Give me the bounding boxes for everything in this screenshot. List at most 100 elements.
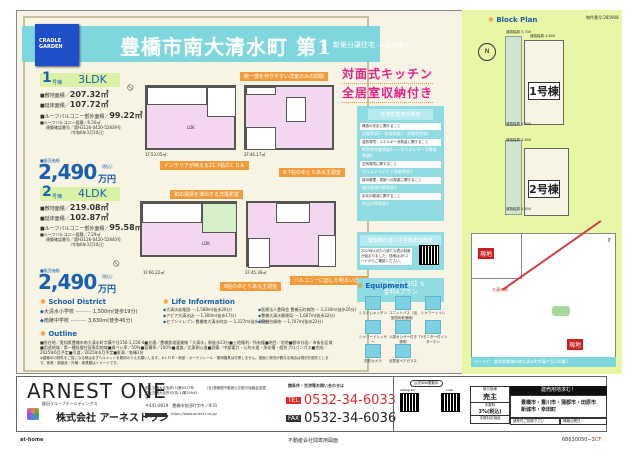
document-code: 68630050−3CF [562, 437, 602, 443]
unit1-tax-note: （税込） [99, 164, 115, 169]
car-navi-address: カーナビ：愛知県豊橋市南大清水町字藤ケ谷156番1 [471, 357, 616, 367]
company-name: 株式会社 アーネストワン [56, 413, 169, 424]
unit2-callout-1: 和の風情を演出する洋風和室 [170, 190, 244, 199]
company-url[interactable]: https://www.arnest1.co.jp/ [171, 412, 217, 416]
transaction-box: 取引態様 売主 手数料 3%(税込) 手数料応相談 [470, 386, 510, 424]
unit1-cert-date: （令和6年3月10日） [68, 130, 107, 135]
life-item: ◆大清水幼稚園·····1,588m(徒歩20分) [163, 307, 232, 312]
unit1-land-area: ■敷地面積／207.32㎡ [40, 90, 109, 99]
wanted-header: 建売用地求む！ [510, 386, 607, 395]
info-date: 情報公開日／ [560, 418, 607, 425]
unit1-floor2-plan [244, 85, 334, 150]
school-item: ◆南陵中学校 ·········· 3,630m(徒歩46分) [40, 318, 133, 324]
catch-storage: 全居室収納付き [342, 84, 434, 103]
life-item: ◆野依台緑地·····1,707m(徒歩22分) [258, 319, 323, 324]
license-info: 国土交通大臣免許(3)第6317号国土交通大臣許可(特-3)第20942号 [145, 386, 198, 400]
school-item: ◆大清水小学校 ·········· 1,500m(徒歩19分) [40, 309, 138, 315]
site-marker: 現地 [567, 339, 584, 350]
road-west-1 [505, 36, 522, 126]
property-number: 物件番号:285908 [586, 15, 619, 20]
unit1-heading: 1 号棟 3LDK [40, 70, 120, 87]
unit2-callout-3: バルコニーに面した明るい洋室 [290, 276, 368, 285]
unit2-floor1-label: 1F:60.22㎡ [143, 270, 165, 275]
sns-label: 公式SNS更新中 [410, 380, 443, 387]
page-title: 豊橋市南大清水町 第1 [120, 35, 332, 59]
unit2-balcony-outer: ■ルーフバルコニー部外面積／95.58㎡ [40, 223, 143, 232]
company-address: 〒441-8019 豊橋市花田町字中ノ坪31 [145, 403, 218, 408]
sun-icon: ✺ [488, 16, 494, 24]
unit2-cert-no: 建築確認番号／第H3126-0420-52840号 [46, 237, 121, 242]
association-info: (社)首都圏不動産公正取引協議会加盟 [207, 386, 266, 390]
unit2-floor1-plan: LDK [140, 201, 237, 257]
life-item: ◆セブンイレブン 豊橋南大清水町店·····1,227m(徒歩16分) [163, 319, 270, 324]
unit1-floor-area: ■延床面積／107.72㎡ [40, 100, 109, 109]
title-banner [22, 26, 380, 62]
outline-notes: ※建築中の物件をご覧になる際は必ずヘルメットを着用のうえお願いします。※ＬＤＫ・… [40, 356, 329, 365]
unit2-cert-date: （令和6年3月10日） [68, 242, 107, 247]
unit2-price: 2,490 [38, 270, 97, 294]
unit1-floor1-plan: LDK [145, 85, 236, 150]
unit2-floor2-label: 2F:45.36㎡ [245, 270, 267, 275]
life-info-heading: ✺ Life Information [163, 298, 235, 306]
conditions-note: 諸条件ご相談下さい [510, 418, 560, 425]
sun-icon: ✺ [40, 330, 46, 338]
bath-icon [395, 296, 411, 310]
dresser-icon [365, 320, 381, 334]
athome-label: at-home [20, 437, 44, 443]
compass-icon: N [478, 43, 496, 61]
divider [393, 377, 394, 432]
station-label: 大清水駅 [492, 287, 508, 292]
road-west-2 [505, 140, 522, 215]
road-width-label: 道路幅員 4,800 [530, 34, 556, 38]
fax-icon: FAX [286, 415, 302, 422]
unit2-balcony: ■ルーフバルコニー面積／7.29㎡ [40, 232, 101, 237]
block-plan-heading: ✺ Block Plan [488, 16, 538, 24]
pair-glass-icon [395, 344, 411, 358]
north-arrow-icon: ⦸ [127, 82, 134, 93]
energy-qr-code[interactable] [419, 245, 439, 265]
kitchen-icon [365, 296, 381, 310]
life-item: ◆アピア大清水店·····1,300m(徒歩17分) [163, 313, 236, 318]
inset-site-marker: 現地 [478, 248, 495, 259]
unit1-price-label: ■販売価格 [40, 158, 60, 163]
unit1-callout-1: 統一感を作りやすい洋室のみの間取 [240, 72, 329, 81]
contact-label: 諸条件・交渉等お問い合わせは [288, 383, 344, 388]
badge [145, 413, 167, 417]
unit1-callout-3: 8.7帖のゆとりある主寝室 [279, 168, 345, 177]
unit1-floor2-label: 2F:46.17㎡ [244, 152, 266, 157]
unit1-house[interactable]: 1号棟 [528, 82, 560, 100]
company-mark-icon [27, 408, 39, 420]
energy-panel: 建築物の省エネ性能表示制度 2024年4月から新たな表示制度が始まりました。詳細… [357, 232, 444, 270]
security-camera-icon [365, 344, 381, 358]
sun-icon: ✺ [357, 282, 363, 290]
footer [16, 376, 607, 432]
inset-map [472, 234, 522, 279]
catch-kitchen: 対面式キッチン [342, 65, 434, 84]
unit2-house[interactable]: 2号棟 [528, 180, 560, 198]
unit2-tax-note: （税込） [99, 274, 115, 279]
instagram-label: Instagram [400, 388, 416, 392]
unit1-balcony-outer: ■ルーフバルコニー部外面積／99.22㎡ [40, 111, 143, 120]
unit2-price-unit: 万円 [98, 285, 117, 295]
road-width-label: 道路幅員 5,700 [506, 30, 532, 34]
location-map[interactable]: 現地 大清水駅 現地 ⇧ [471, 220, 635, 358]
school-district-heading: ✺ School District [40, 298, 107, 306]
instagram-qr-code[interactable] [400, 393, 419, 412]
brand-logo: ARNEST ONE [27, 379, 167, 403]
unit1-floor1-label: 1F:53.05㎡ [145, 152, 167, 157]
unit1-cert-no: 建築確認番号／第H3126-0420-52839号 [46, 125, 121, 130]
equipment-heading: ✺ Equipment [357, 282, 408, 290]
unit1-balcony: ■ルーフバルコニー面積／6.50㎡ [40, 120, 101, 125]
cradle-garden-logo: CRADLE GARDEN [35, 24, 79, 66]
unit2-price-label: ■販売価格 [40, 268, 60, 273]
unit2-land-area: ■敷地面積／219.08㎡ [40, 203, 109, 212]
sensor-light-icon [395, 320, 411, 334]
note-qr-code[interactable] [441, 393, 460, 412]
sun-icon: ✺ [163, 298, 169, 306]
page-subtitle: 新築分譲住宅 ―全2棟― [333, 41, 410, 49]
unit1-callout-2: インテリアが映える21.7帖のＬＤＫ [160, 161, 249, 170]
toilet-icon [425, 296, 441, 310]
road-width-label: 道路幅員 5,600 [506, 122, 532, 126]
note-label: note [446, 388, 453, 392]
